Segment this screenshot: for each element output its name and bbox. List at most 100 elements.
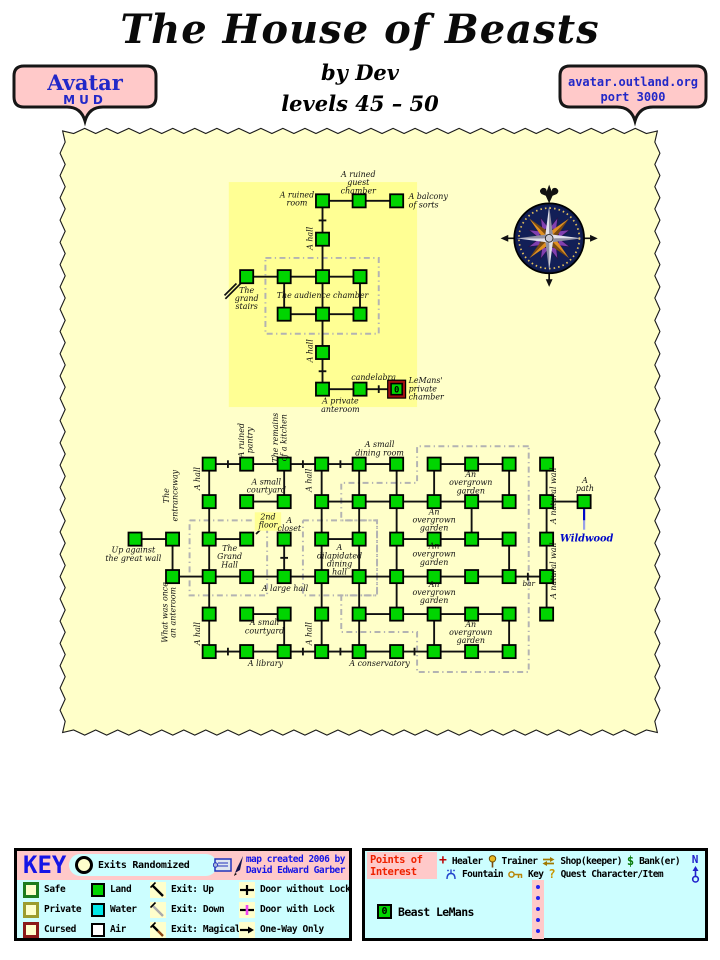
map-room xyxy=(351,193,367,209)
badge-avatar-label: Avatar xyxy=(46,70,124,95)
poi-legend-row-1: + Healer Trainer Shop(keeper) $ Bank(er) xyxy=(439,853,681,868)
map-credit: map created 2006 by David Edward Garber xyxy=(233,854,346,876)
map-room xyxy=(464,494,480,510)
randomized-circle-icon xyxy=(75,856,93,874)
map-room xyxy=(314,531,330,547)
map-room xyxy=(539,531,555,547)
map-label: A ruinedpantry xyxy=(237,423,254,458)
map-label: bar xyxy=(523,579,536,588)
trainer-label: Trainer xyxy=(501,855,538,867)
key-label: Door with Lock xyxy=(260,904,335,915)
map-label: A hall xyxy=(305,226,314,251)
map-room xyxy=(315,193,330,209)
land-square-icon xyxy=(91,882,105,897)
points-of-interest-box: Points of Interest + Healer Trainer Shop… xyxy=(362,848,708,941)
key-legend-box: KEY Exits Randomized map created 2006 by… xyxy=(14,848,352,941)
author-subtitle: by Dev xyxy=(321,60,399,85)
map-room xyxy=(352,306,368,322)
page-title: The House of Beasts xyxy=(120,6,600,53)
map-label: Theentranceway xyxy=(162,469,179,521)
map-room xyxy=(464,569,480,585)
key-item-air: Air xyxy=(91,921,126,938)
map-room xyxy=(276,456,292,472)
map-room xyxy=(315,269,330,285)
map-room xyxy=(464,644,480,660)
map-room xyxy=(501,644,517,660)
map-room xyxy=(239,269,255,285)
poi-north-block: N xyxy=(688,853,702,888)
map-room xyxy=(276,306,292,322)
compass-rose xyxy=(500,184,598,287)
map-room xyxy=(201,569,217,585)
safe-square-icon xyxy=(23,881,39,898)
map-room xyxy=(314,456,330,472)
dashed-area-outline xyxy=(264,256,380,335)
badge-port-label: port 3000 xyxy=(600,90,665,104)
map-room xyxy=(426,606,442,622)
door-without-lock-icon xyxy=(239,881,255,898)
map-label: What was oncean anteroom xyxy=(160,582,177,643)
map-room xyxy=(539,456,555,472)
map-room xyxy=(464,531,480,547)
avatar-mud-badge xyxy=(12,64,158,127)
map-room xyxy=(501,606,517,622)
map-room xyxy=(276,569,292,585)
quest-question-icon: ? xyxy=(548,867,556,881)
map-room xyxy=(276,269,292,285)
map-room xyxy=(201,456,217,472)
map-room xyxy=(314,494,330,510)
map-room xyxy=(351,606,367,622)
map-room xyxy=(239,569,255,585)
map-room xyxy=(426,644,442,660)
map-label: A natural wall xyxy=(549,467,558,525)
map-room xyxy=(352,381,368,397)
stair-exit-glyph xyxy=(224,281,244,300)
healer-cross-icon: + xyxy=(439,853,447,868)
map-room xyxy=(352,269,368,285)
key-item-land: Land xyxy=(91,881,132,898)
dashed-area-outline xyxy=(188,519,269,597)
key-icon xyxy=(508,870,523,878)
credit-line-1: map created 2006 by xyxy=(245,854,346,865)
map-room xyxy=(239,644,255,660)
badge-host-label: avatar.outland.org xyxy=(568,75,698,89)
map-room xyxy=(127,531,143,547)
map-label: Wildwood xyxy=(560,534,614,545)
map-label: A hall xyxy=(304,468,313,493)
map-room xyxy=(314,606,330,622)
key-item-exit-up: Exit: Up xyxy=(150,881,214,898)
map-room xyxy=(165,569,181,585)
map-label: A large hall xyxy=(261,584,309,593)
map-label: A hall xyxy=(304,622,313,647)
water-square-icon xyxy=(91,902,105,917)
map-room xyxy=(539,606,555,622)
exits-randomized-item: Exits Randomized xyxy=(69,854,217,876)
key-label: Air xyxy=(110,924,126,935)
poi-title-line1: Points of xyxy=(370,854,423,866)
key-label: Exit: Down xyxy=(171,904,225,915)
poi-title-band: Points of Interest xyxy=(367,852,437,879)
label-highlight xyxy=(254,512,282,531)
beast-lemans-room xyxy=(390,382,403,396)
key-item-exit-magical: Exit: Magical xyxy=(150,921,241,938)
map-room xyxy=(201,606,217,622)
map-label: A natural wall xyxy=(549,542,558,600)
key-item-exit-down: Exit: Down xyxy=(150,901,225,918)
map-room xyxy=(239,494,255,510)
map-room xyxy=(276,644,292,660)
map-room xyxy=(501,531,517,547)
healer-label: Healer xyxy=(451,855,483,867)
